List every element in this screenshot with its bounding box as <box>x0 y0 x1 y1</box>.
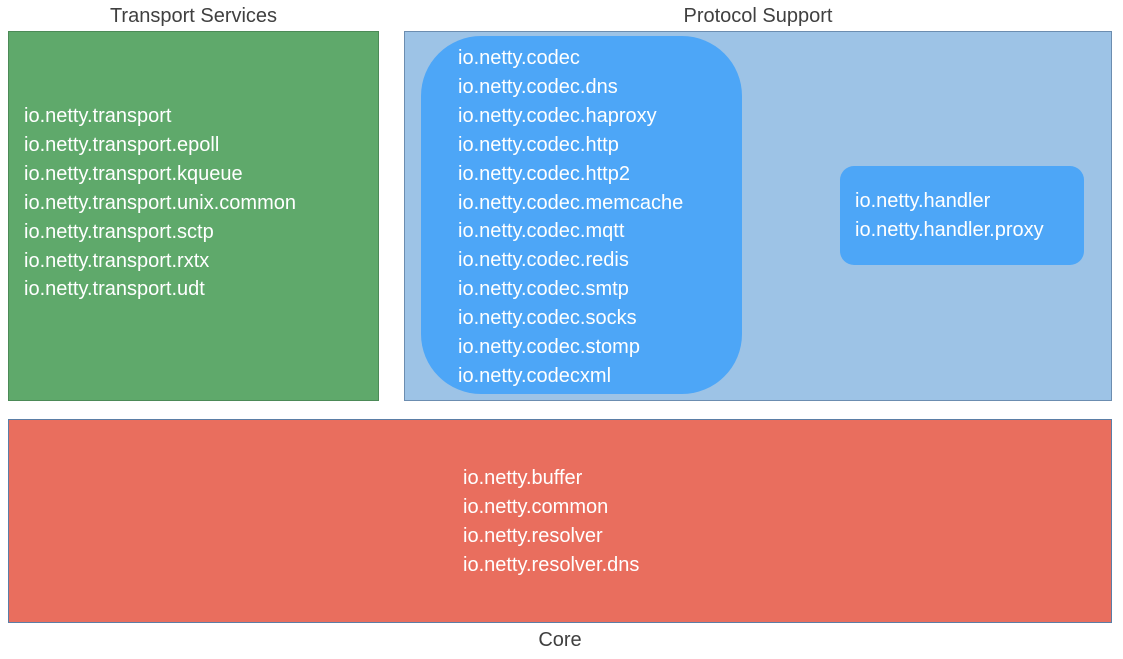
package-item: io.netty.codec.http2 <box>458 162 630 185</box>
package-item: io.netty.transport.rxtx <box>24 249 210 272</box>
handler-package-list: io.netty.handler io.netty.handler.proxy <box>855 187 1044 245</box>
codec-group-box: io.netty.codec io.netty.codec.dns io.net… <box>421 36 742 394</box>
package-item: io.netty.codecxml <box>458 364 612 387</box>
package-item: io.netty.codec.http <box>458 133 619 156</box>
handler-group-box: io.netty.handler io.netty.handler.proxy <box>840 166 1084 265</box>
package-item: io.netty.buffer <box>463 467 583 489</box>
package-item: io.netty.transport.sctp <box>24 220 214 243</box>
package-item: io.netty.resolver.dns <box>463 553 640 576</box>
package-item: io.netty.transport.epoll <box>24 133 220 156</box>
package-item: io.netty.codec.haproxy <box>458 104 657 127</box>
package-item: io.netty.transport.udt <box>24 278 205 301</box>
package-item: io.netty.common <box>463 495 609 518</box>
package-item: io.netty.codec.redis <box>458 249 629 272</box>
transport-services-box: io.netty.transport io.netty.transport.ep… <box>8 31 379 401</box>
package-item: io.netty.codec.smtp <box>458 278 629 301</box>
package-item: io.netty.handler.proxy <box>855 218 1044 241</box>
package-item: io.netty.codec.stomp <box>458 336 640 359</box>
package-item: io.netty.transport <box>24 105 172 127</box>
package-item: io.netty.codec.dns <box>458 75 618 98</box>
core-title: Core <box>538 629 582 651</box>
package-item: io.netty.transport.kqueue <box>24 162 243 185</box>
package-item: io.netty.codec.socks <box>458 307 637 330</box>
protocol-support-title: Protocol Support <box>683 5 833 27</box>
package-item: io.netty.handler <box>855 190 991 212</box>
codec-package-list: io.netty.codec io.netty.codec.dns io.net… <box>458 44 683 391</box>
package-item: io.netty.resolver <box>463 524 603 547</box>
transport-package-list: io.netty.transport io.netty.transport.ep… <box>24 102 296 304</box>
core-box: io.netty.buffer io.netty.common io.netty… <box>8 419 1112 623</box>
transport-services-title: Transport Services <box>109 5 278 27</box>
package-item: io.netty.codec.memcache <box>458 191 684 214</box>
core-package-list: io.netty.buffer io.netty.common io.netty… <box>463 464 639 580</box>
package-item: io.netty.codec <box>458 47 580 69</box>
package-item: io.netty.codec.mqtt <box>458 220 625 243</box>
package-item: io.netty.transport.unix.common <box>24 191 296 214</box>
